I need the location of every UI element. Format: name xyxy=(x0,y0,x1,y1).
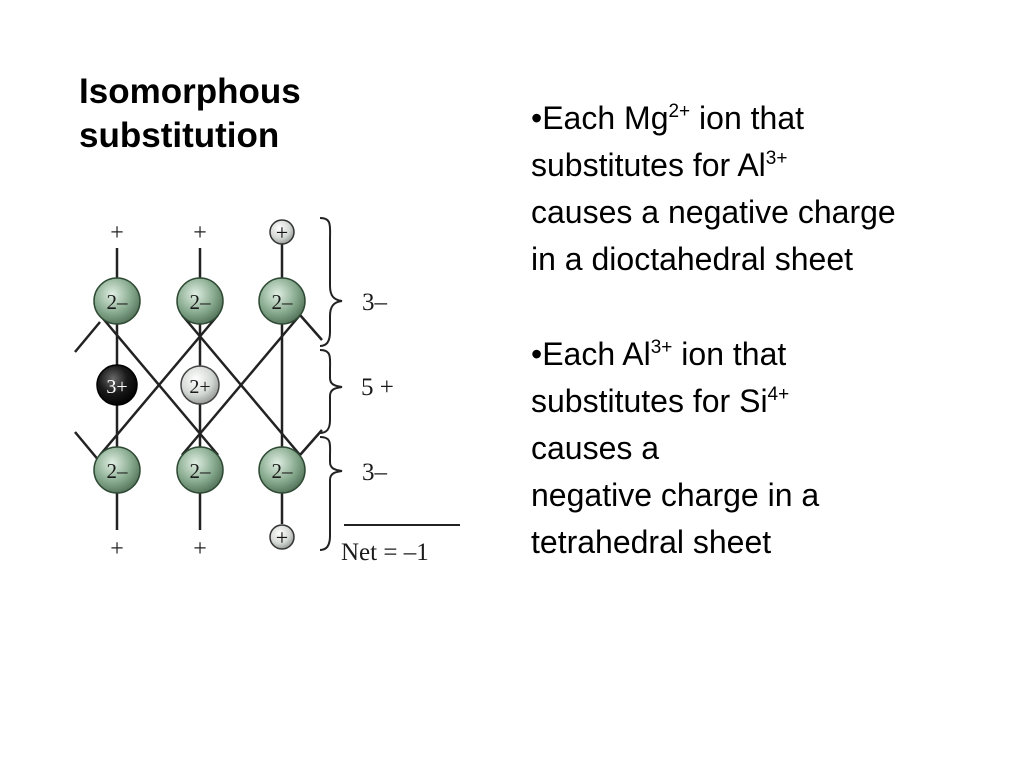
middle-cation-row: 3+ 2+ xyxy=(96,364,220,406)
bottom-sign-1: + xyxy=(110,536,124,562)
bullet-text: ion that xyxy=(690,100,805,136)
title-line-1: Isomorphous xyxy=(79,72,301,111)
charge-superscript: 3+ xyxy=(765,148,788,169)
top-ion-label-2: 2– xyxy=(190,290,212,314)
bullet-line: causes a negative charge xyxy=(531,194,896,230)
bullet-item-dioctahedral: •Each Mg2+ ion that substitutes for Al3+… xyxy=(531,95,1011,283)
dioctahedral-sheet-diagram: + + + + + + 2– 2– 2– 3+ 2+ 2– 2– 2– xyxy=(74,217,460,566)
top-sign-1: + xyxy=(110,220,124,246)
bracket-label-top: 3– xyxy=(362,289,388,316)
bullet-line: •Each Mg2+ ion that xyxy=(531,95,1011,142)
bottom-sign-2: + xyxy=(193,536,207,562)
anion-ball xyxy=(176,277,224,325)
top-sign-3: + xyxy=(276,220,288,245)
anion-ball xyxy=(93,446,141,494)
magnesium-ball xyxy=(180,365,220,405)
bullet-item-tetrahedral: •Each Al3+ ion that substitutes for Si4+… xyxy=(531,331,1011,566)
bullet-line: in a dioctahedral sheet xyxy=(531,241,853,277)
bottom-ion-label-2: 2– xyxy=(190,459,212,483)
bottom-anion-row: 2– 2– 2– xyxy=(93,446,306,494)
bullet-line: •Each Al3+ ion that xyxy=(531,331,1011,378)
net-charge-label: Net = –1 xyxy=(341,539,429,566)
bracket-label-middle: 5 + xyxy=(361,374,394,401)
top-ion-label-3: 2– xyxy=(272,290,294,314)
curly-braces xyxy=(319,217,343,551)
mid-ion-label-1: 3+ xyxy=(106,376,127,398)
bullet-list: •Each Mg2+ ion that substitutes for Al3+… xyxy=(531,95,1011,614)
top-ion-label-1: 2– xyxy=(107,290,129,314)
bullet-text: ion that xyxy=(672,336,787,372)
bullet-line: tetrahedral sheet xyxy=(531,524,772,560)
title-line-2: substitution xyxy=(79,116,280,155)
anion-ball xyxy=(93,277,141,325)
slide-title: Isomorphous substitution xyxy=(79,70,301,158)
bottom-charge-signs: + + xyxy=(110,536,207,562)
anion-ball xyxy=(258,446,306,494)
bullet-line: substitutes for Al3+ xyxy=(531,142,1011,189)
bullet-text: •Each Al xyxy=(531,336,651,372)
bullet-line: causes a xyxy=(531,430,660,466)
anion-ball xyxy=(176,446,224,494)
bullet-line: negative charge in a xyxy=(531,477,820,513)
mid-ion-label-2: 2+ xyxy=(189,376,210,398)
top-sign-2: + xyxy=(193,220,207,246)
bottom-ion-label-1: 2– xyxy=(107,459,129,483)
anion-ball xyxy=(258,277,306,325)
top-circled-plus: + xyxy=(269,219,295,245)
bottom-sign-3: + xyxy=(276,525,288,550)
top-anion-row: 2– 2– 2– xyxy=(93,277,306,325)
bottom-ion-label-3: 2– xyxy=(272,459,294,483)
charge-superscript: 4+ xyxy=(767,384,790,405)
charge-superscript: 2+ xyxy=(668,101,691,122)
aluminum-ball xyxy=(96,364,138,406)
top-charge-signs: + + xyxy=(110,220,207,246)
bullet-text: substitutes for Al xyxy=(531,147,766,183)
bullet-text: substitutes for Si xyxy=(531,383,768,419)
bullet-line: substitutes for Si4+ xyxy=(531,378,1011,425)
charge-superscript: 3+ xyxy=(650,337,673,358)
bottom-circled-plus: + xyxy=(269,524,295,550)
bullet-text: •Each Mg xyxy=(531,100,669,136)
bracket-label-bottom: 3– xyxy=(362,459,388,486)
